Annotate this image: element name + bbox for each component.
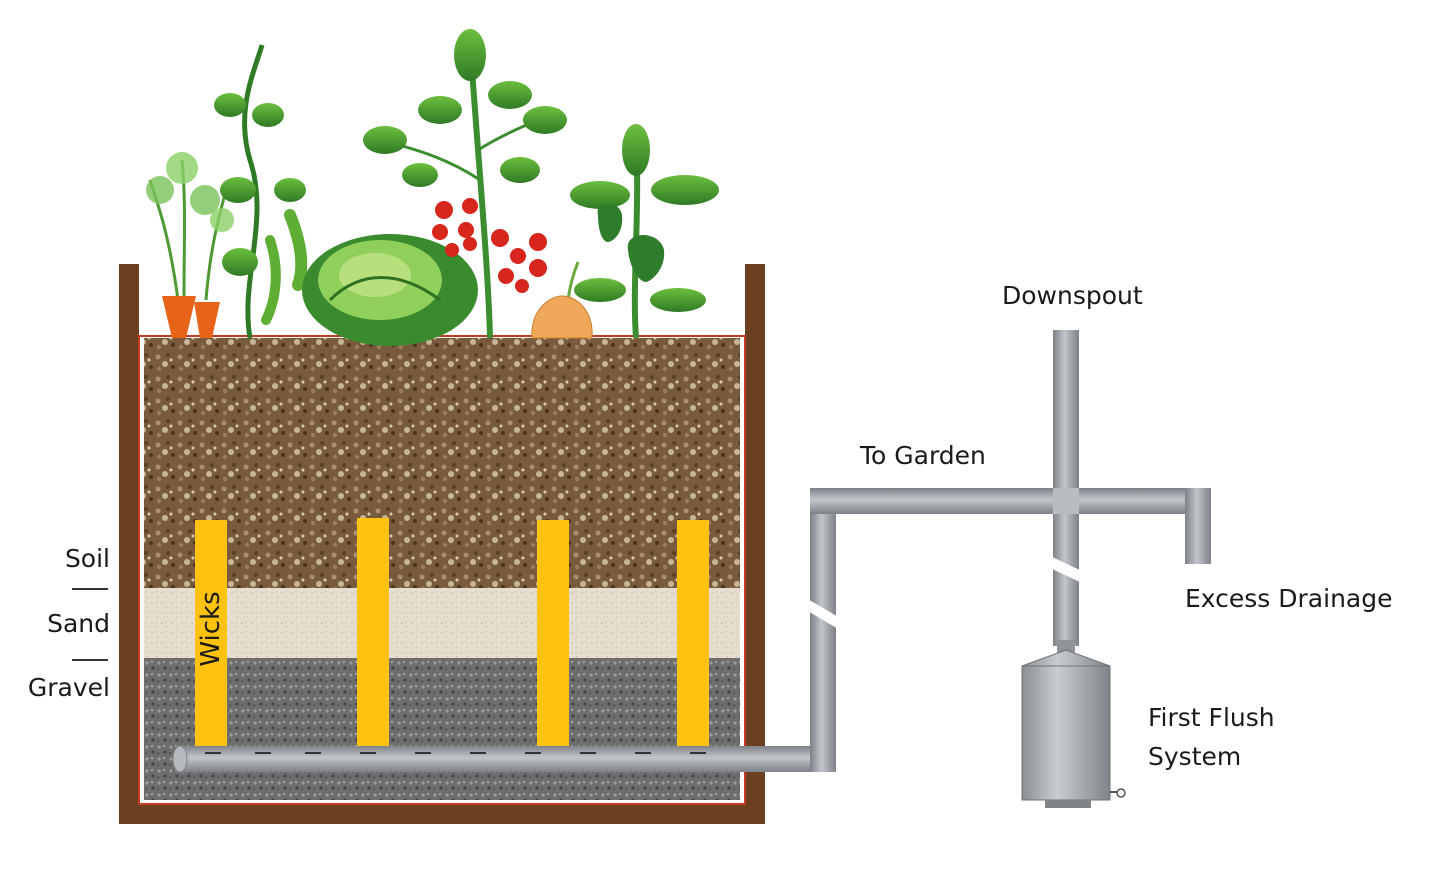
sand-layer — [144, 588, 740, 658]
wicks — [195, 518, 709, 746]
wick-3 — [537, 520, 569, 746]
bed-wall-right — [745, 264, 765, 824]
carrot-plants — [146, 152, 234, 338]
supply-pipe — [172, 500, 840, 773]
manifold-pipe — [810, 488, 1211, 564]
first-flush-tank — [1021, 640, 1126, 808]
plants — [146, 29, 719, 346]
first-flush-label-line1: First Flush — [1148, 703, 1275, 732]
pea-plant — [214, 44, 308, 339]
soil-sand-divider — [72, 588, 108, 590]
downspout-label: Downspout — [1002, 281, 1143, 310]
bed-liner — [138, 335, 746, 805]
to-garden-label: To Garden — [860, 441, 986, 470]
first-flush-label-line2: System — [1148, 742, 1242, 771]
garden-bed — [119, 264, 765, 824]
excess-drainage-label: Excess Drainage — [1185, 584, 1393, 613]
gravel-label: Gravel — [27, 673, 110, 702]
soil-layer — [144, 338, 740, 588]
lettuce-plant — [302, 234, 478, 346]
tomatoes — [432, 198, 547, 293]
sand-label: Sand — [47, 609, 110, 638]
sand-gravel-divider — [72, 659, 108, 661]
pepper-plant — [570, 124, 719, 339]
gravel-layer — [144, 658, 740, 800]
downspout-pipe — [1048, 330, 1084, 646]
wick-1 — [195, 520, 227, 746]
wick-2 — [357, 518, 389, 746]
soil-label: Soil — [64, 544, 110, 573]
bed-wall-left — [119, 264, 139, 824]
tomato-plant — [363, 29, 567, 339]
wick-4 — [677, 520, 709, 746]
wicks-label: Wicks — [196, 591, 226, 667]
onion-plant — [531, 261, 593, 339]
bed-floor — [119, 804, 765, 824]
